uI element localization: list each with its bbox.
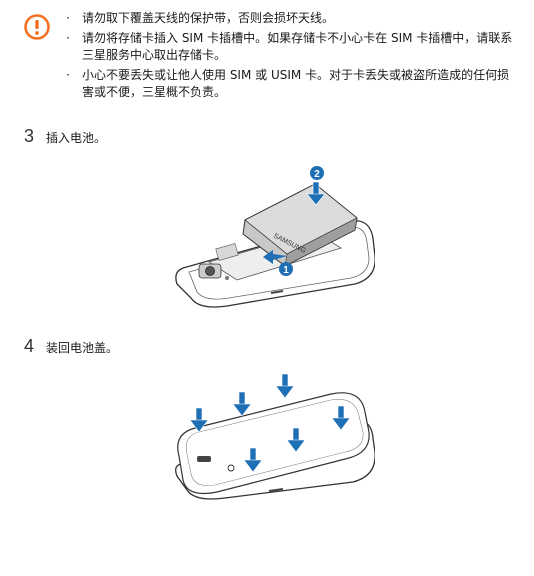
- battery-cover: [177, 392, 370, 495]
- marker-1: 1: [279, 262, 293, 276]
- caution-note: · 请勿将存储卡插入 SIM 卡插槽中。如果存储卡不小心卡在 SIM 卡插槽中，…: [66, 30, 516, 64]
- caution-note-text: 请勿将存储卡插入 SIM 卡插槽中。如果存储卡不小心卡在 SIM 卡插槽中，请联…: [82, 31, 513, 62]
- down-arrow-icon: [306, 181, 326, 206]
- down-arrow-icon: [243, 447, 263, 473]
- svg-text:1: 1: [283, 265, 289, 276]
- down-arrow-icon: [275, 373, 295, 399]
- step-text: 插入电池。: [46, 131, 107, 145]
- step-number: 4: [24, 336, 35, 356]
- caution-note: · 小心不要丢失或让他人使用 SIM 或 USIM 卡。对于卡丢失或被盗所造成的…: [66, 67, 516, 101]
- svg-text:2: 2: [314, 169, 320, 180]
- down-arrow-icon: [189, 407, 209, 433]
- bullet: ·: [66, 31, 70, 45]
- down-arrow-icon: [286, 427, 306, 453]
- step-number: 3: [24, 126, 35, 146]
- down-arrow-icon: [232, 391, 252, 417]
- down-arrow-icon: [331, 405, 351, 431]
- bullet: ·: [66, 68, 70, 82]
- caution-note-text: 小心不要丢失或让他人使用 SIM 或 USIM 卡。对于卡丢失或被盗所造成的任何…: [82, 68, 510, 99]
- caution-icon: [24, 14, 50, 40]
- marker-2: 2: [310, 166, 324, 180]
- caution-note: · 请勿取下覆盖天线的保护带，否则会损坏天线。: [66, 10, 516, 27]
- left-arrow-icon: [263, 250, 287, 264]
- camera-hole: [227, 464, 235, 472]
- speaker-grille: [197, 456, 211, 462]
- sim-slot: [215, 243, 239, 261]
- bullet: ·: [66, 11, 70, 25]
- caution-note-text: 请勿取下覆盖天线的保护带，否则会损坏天线。: [82, 11, 335, 25]
- caution-notes: · 请勿取下覆盖天线的保护带，否则会损坏天线。 · 请勿将存储卡插入 SIM 卡…: [66, 10, 516, 104]
- battery-cover-illustration: [175, 373, 375, 500]
- step-4: 4 装回电池盖。: [24, 336, 118, 357]
- step-text: 装回电池盖。: [46, 341, 119, 355]
- step-3: 3 插入电池。: [24, 126, 106, 147]
- battery-insert-illustration: SAMSUNG 2 1: [175, 166, 375, 308]
